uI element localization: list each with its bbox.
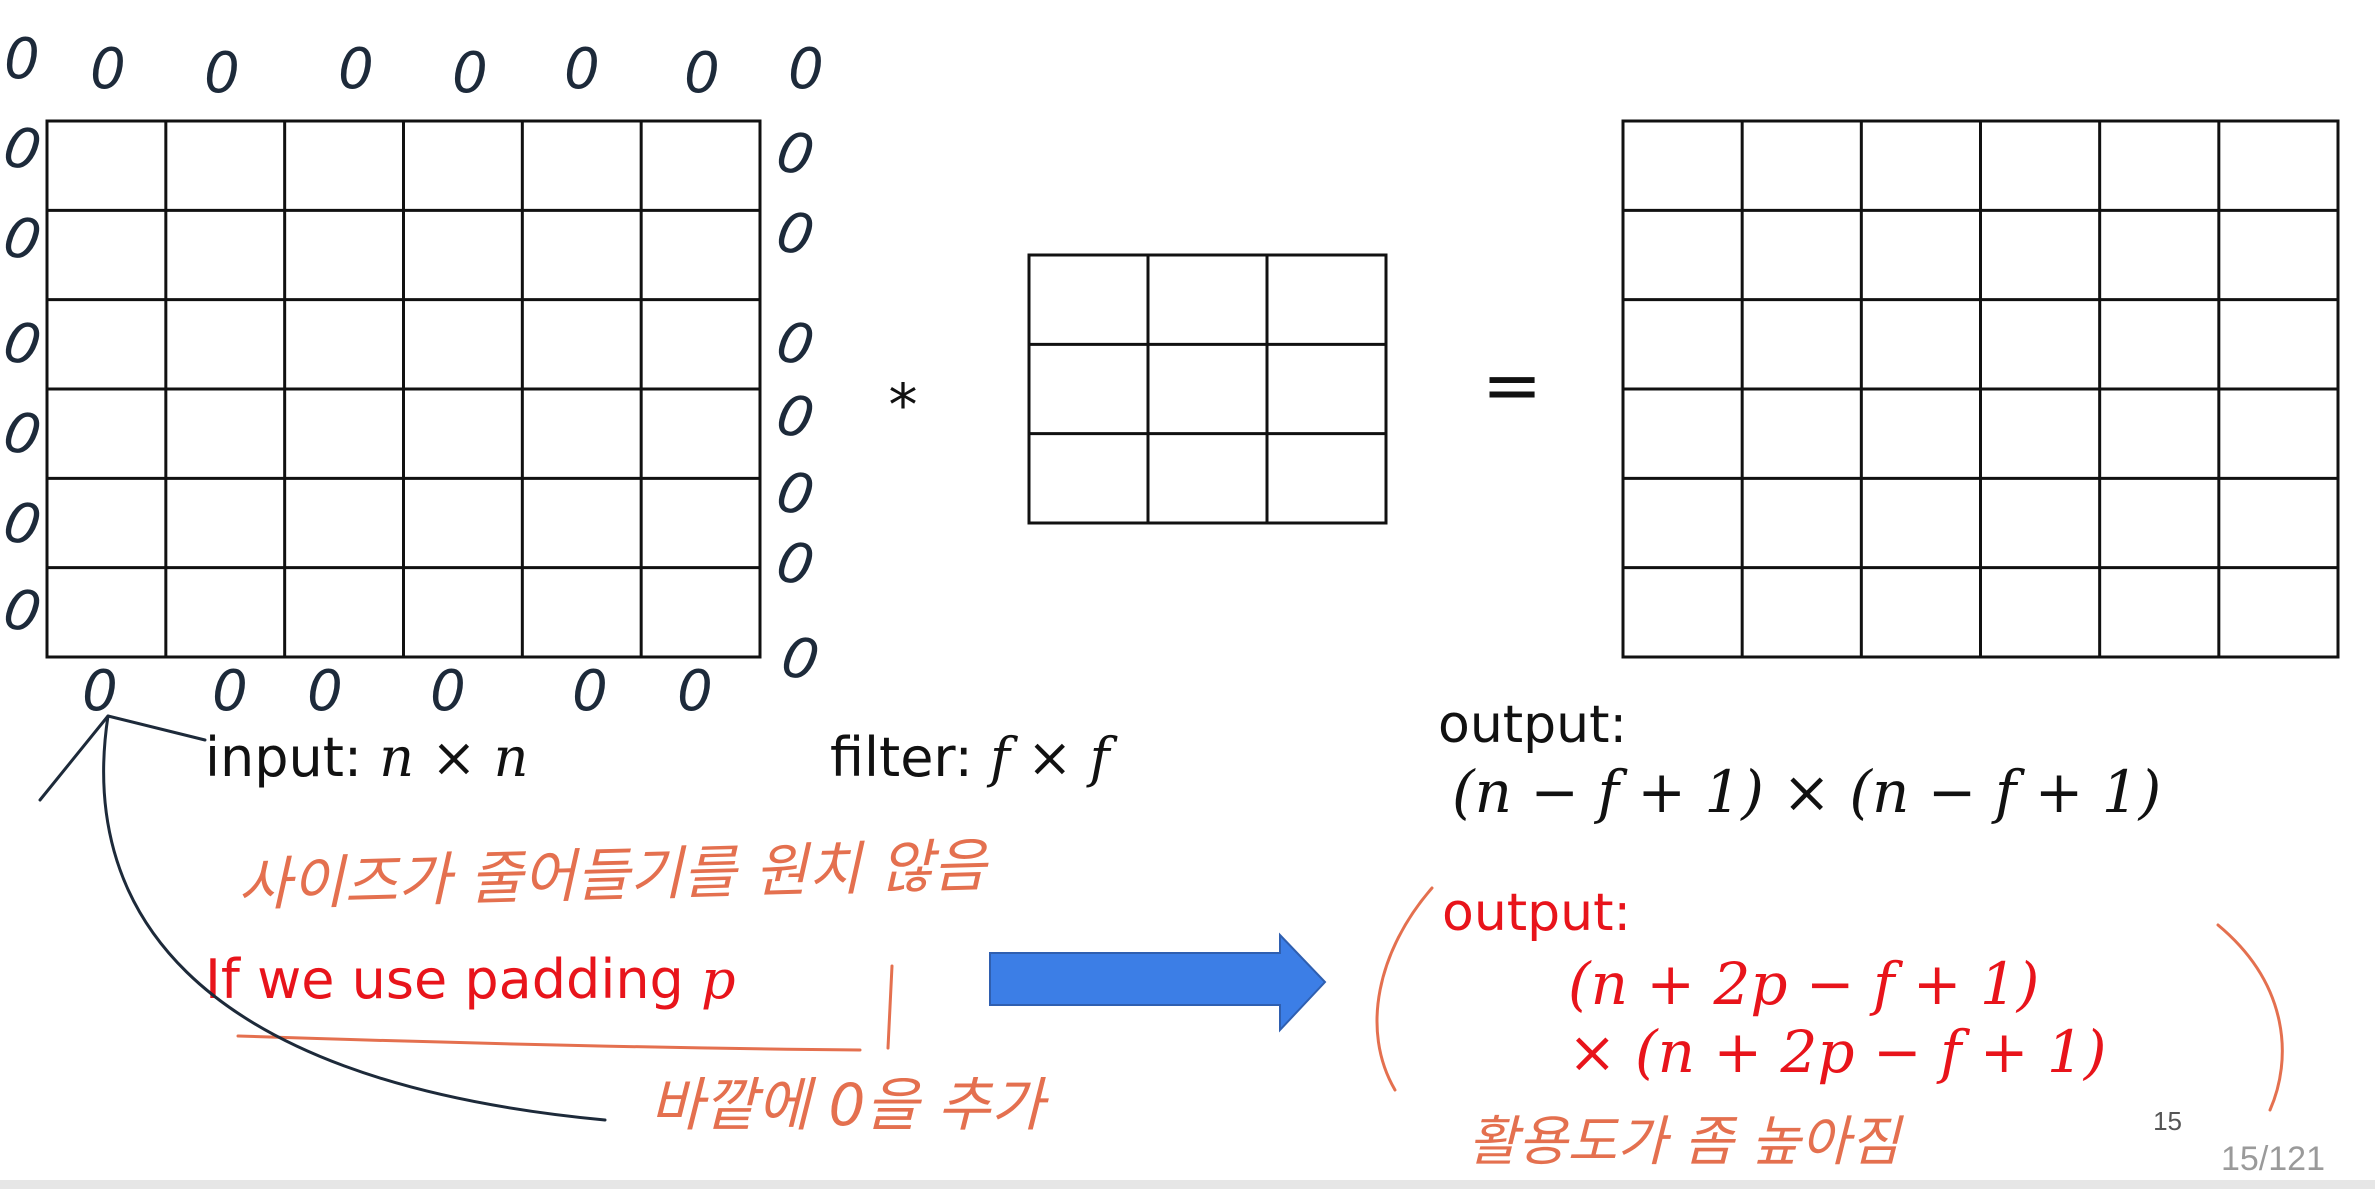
left-bracket-stroke <box>1375 886 1434 1092</box>
handwritten-zero: 0 <box>771 309 819 380</box>
underline-stroke <box>236 1034 862 1052</box>
handwritten-zero: 0 <box>0 114 46 185</box>
handwritten-zero: 0 <box>452 41 488 106</box>
filter-label-formula: f × f <box>986 726 1118 789</box>
handwritten-zero: 0 <box>90 37 126 102</box>
handwritten-zero: 0 <box>338 37 374 102</box>
input-label-prefix: input: <box>205 726 379 789</box>
input-label: input: n × n <box>205 726 528 789</box>
note-no-size-reduction: 사이즈가 줄어들기를 원치 않음 <box>237 831 990 919</box>
filter-grid-border <box>1027 253 1388 525</box>
right-bracket-stroke <box>2216 923 2284 1112</box>
handwritten-zero: 0 <box>788 37 824 102</box>
handwritten-zero: 0 <box>564 37 600 102</box>
handwritten-zero: 0 <box>771 529 819 600</box>
handwritten-zero: 0 <box>0 576 46 647</box>
handwritten-zero: 0 <box>684 41 720 106</box>
padded-output-line2: × (n + 2p − f + 1) <box>1568 1018 2106 1086</box>
right-arrow-icon <box>989 932 1327 1033</box>
filter-label-prefix: filter: <box>830 726 990 789</box>
handwritten-zero: 0 <box>4 27 40 92</box>
equals-operator: = <box>1482 343 1542 427</box>
handwritten-zero: 0 <box>0 309 46 380</box>
output-heading: output: <box>1438 695 1627 755</box>
padding-statement: If we use padding p <box>205 948 736 1011</box>
pointer-arrowhead-stroke <box>38 714 207 802</box>
handwritten-zero: 0 <box>82 659 118 724</box>
handwritten-zero: 0 <box>212 659 248 724</box>
handwritten-zero: 0 <box>771 382 819 453</box>
handwritten-zero: 0 <box>771 459 819 530</box>
handwritten-zero: 0 <box>204 41 240 106</box>
handwritten-zero: 0 <box>771 199 819 270</box>
output-grid <box>1621 119 2340 659</box>
padded-output-heading: output: <box>1442 883 1631 943</box>
input-label-formula: n × n <box>379 726 528 789</box>
viewer-bottom-bar <box>0 1180 2375 1189</box>
convolve-operator: * <box>889 371 918 439</box>
input-grid <box>45 119 762 659</box>
handwritten-zero: 0 <box>776 624 824 695</box>
handwritten-zero: 0 <box>0 399 46 470</box>
padding-statement-prefix: If we use padding <box>205 948 701 1011</box>
pointer-arrow-stroke <box>102 714 607 1122</box>
output-formula: (n − f + 1) × (n − f + 1) <box>1452 758 2161 826</box>
note-more-usage: 활용도가 좀 높아짐 <box>1468 1110 1904 1173</box>
handwritten-zero: 0 <box>0 204 46 275</box>
note-add-zero-outside: 바깥에 0을 추가 <box>650 1071 1050 1139</box>
padded-output-line1: (n + 2p − f + 1) <box>1568 950 2039 1018</box>
handwritten-zero: 0 <box>677 659 713 724</box>
handwritten-zero: 0 <box>572 659 608 724</box>
page-counter: 15/121 <box>2221 1140 2325 1178</box>
handwritten-zero: 0 <box>0 489 46 560</box>
handwritten-zero: 0 <box>307 659 343 724</box>
handwritten-zero: 0 <box>430 659 466 724</box>
padding-variable: p <box>701 948 736 1011</box>
slide-number: 15 <box>2153 1106 2182 1136</box>
filter-label: filter: f × f <box>830 726 1118 789</box>
handwritten-zero: 0 <box>771 119 819 190</box>
vertical-tick-stroke <box>886 964 894 1050</box>
filter-grid <box>1027 253 1388 525</box>
